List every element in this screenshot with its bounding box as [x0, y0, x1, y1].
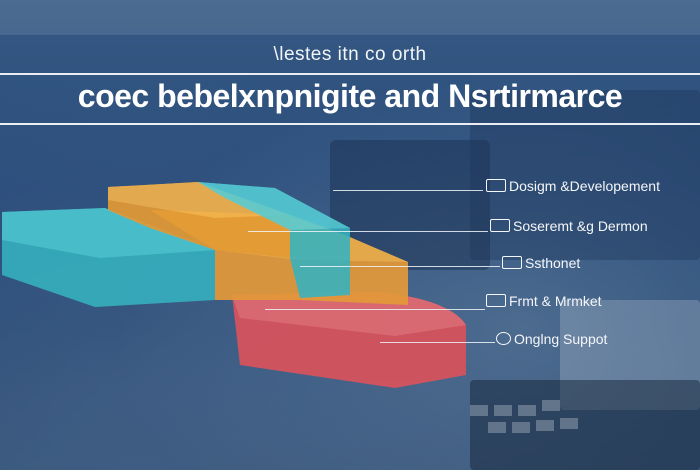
leader-line-3: [300, 266, 500, 267]
stage-label-system: Soseremt &g Dermon: [490, 218, 648, 234]
title-band: [0, 73, 700, 125]
leader-line-4: [265, 309, 485, 310]
stage-label-market: Frmt & Mrmket: [486, 293, 602, 309]
stage-label-support: Onglng Suppot: [496, 331, 607, 347]
stage-label-test: Ssthonet: [502, 255, 580, 271]
arrow-teal-right: [198, 182, 350, 298]
leader-line-1: [333, 190, 483, 191]
support-icon: [496, 332, 511, 345]
device-icon: [490, 219, 510, 232]
arrow-teal: [2, 208, 215, 307]
laptop-icon: [486, 294, 506, 307]
monitor-icon: [486, 179, 506, 192]
leader-line-2: [248, 231, 488, 232]
page-title: coec bebelxnpnigite and Nsrtirmarce: [77, 78, 623, 114]
stage-label-design: Dosigm &Developement: [486, 178, 660, 194]
arrow-red: [232, 292, 466, 388]
subtitle: \lestes itn co orth: [273, 44, 427, 65]
leader-line-5: [380, 342, 495, 343]
device-icon: [502, 256, 522, 269]
